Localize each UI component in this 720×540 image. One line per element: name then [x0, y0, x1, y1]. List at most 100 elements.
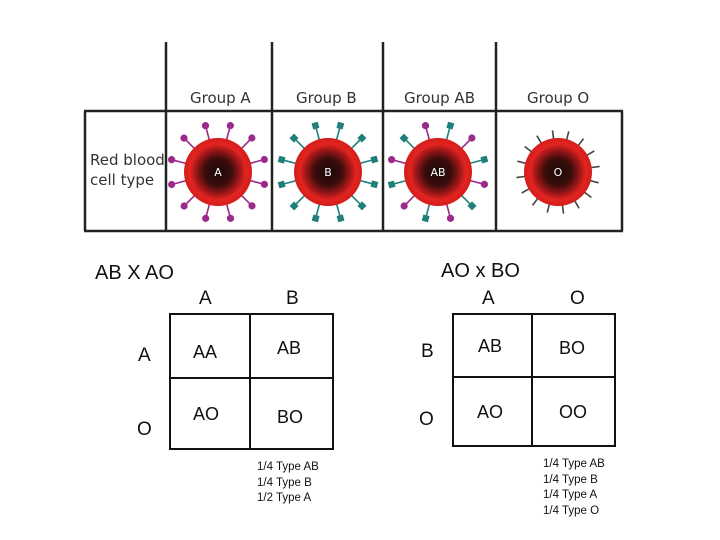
- cross-right-cell-bo: BO: [559, 338, 586, 358]
- antigen-stalk: [335, 128, 341, 142]
- antigen-a-icon: [446, 214, 455, 222]
- antigen-stalk: [295, 139, 306, 150]
- antigen-stalk: [225, 202, 231, 216]
- antigen-a-icon: [260, 155, 268, 164]
- cell-group-b: B: [277, 121, 379, 223]
- antigen-a-icon: [168, 180, 176, 189]
- antigen-a-icon: [180, 134, 188, 142]
- cross-left-side-label-1: A: [138, 345, 151, 366]
- cross-left-result-2: 1/4 Type B: [257, 476, 312, 489]
- antigen-stalk: [394, 179, 408, 185]
- row-label-line-2: cell type: [90, 171, 155, 189]
- cross-right-result-1: 1/4 Type AB: [543, 458, 605, 470]
- antigen-b-icon: [480, 155, 489, 164]
- red-blood-cell: [294, 138, 362, 206]
- antigen-a-icon: [248, 134, 256, 142]
- antigen-stalk: [248, 179, 262, 185]
- antigen-stalk: [425, 202, 431, 216]
- red-blood-cell: [524, 138, 592, 206]
- antigen-stalk: [174, 159, 188, 165]
- cell-group-a: A: [168, 122, 268, 222]
- cross-left-top-label-2: B: [286, 288, 299, 309]
- antigen-a-icon: [421, 122, 430, 130]
- cross-left-top-label-1: A: [199, 288, 212, 309]
- antigen-stalk: [394, 159, 408, 165]
- antigen-b-icon: [289, 133, 299, 143]
- cell-label: AB: [430, 166, 445, 179]
- antigen-b-icon: [277, 155, 286, 164]
- cross-right-title: AO x BO: [441, 260, 520, 282]
- cross-right-results: 1/4 Type AB 1/4 Type B 1/4 Type A 1/4 Ty…: [543, 457, 605, 519]
- antigen-b-icon: [311, 121, 320, 130]
- antigen-stalk: [405, 194, 416, 205]
- antigen-a-icon: [226, 214, 235, 222]
- cross-right-side-label-1: B: [421, 341, 434, 362]
- antigen-stalk: [468, 159, 482, 165]
- cell-label: O: [554, 166, 563, 179]
- antigen-stalk: [350, 194, 361, 205]
- cell-group-o: O: [516, 130, 600, 214]
- cross-left-results: 1/4 Type AB 1/4 Type B 1/2 Type A: [257, 460, 319, 507]
- antigen-b-icon: [277, 180, 286, 189]
- antigen-stalk: [315, 202, 321, 216]
- antigen-a-icon: [388, 156, 396, 164]
- cross-left-result-3: 1/2 Type A: [257, 492, 312, 504]
- antigen-stalk: [225, 128, 231, 142]
- header-group-a: Group A: [190, 89, 251, 107]
- antigen-a-icon: [260, 180, 268, 188]
- antigen-b-icon: [336, 214, 345, 223]
- cross-left-side-label-2: O: [137, 419, 152, 440]
- antigen-stalk: [174, 179, 188, 185]
- antigen-a-icon: [400, 202, 408, 210]
- cross-right-cell-oo: OO: [559, 402, 588, 422]
- antigen-b-icon: [370, 155, 379, 164]
- antigen-stalk: [460, 139, 471, 150]
- antigen-stalk: [460, 194, 471, 205]
- cross-right-result-3: 1/4 Type A: [543, 489, 598, 501]
- cross-right-cell-ao: AO: [477, 402, 504, 422]
- antigen-stalk: [358, 159, 372, 165]
- antigen-stalk: [335, 202, 341, 216]
- antigen-stalk: [295, 194, 306, 205]
- cross-left-cell-ab: AB: [277, 338, 302, 358]
- antigen-stalk: [445, 128, 451, 142]
- red-blood-cell: [184, 138, 252, 206]
- antigen-stalk: [445, 202, 451, 216]
- antigen-b-icon: [336, 121, 345, 130]
- antigen-a-icon: [168, 156, 176, 164]
- antigen-stalk: [284, 159, 298, 165]
- antigen-stalk: [205, 202, 211, 216]
- cross-left-title: AB X AO: [95, 262, 174, 284]
- cell-label: A: [214, 166, 222, 179]
- antigen-b-icon: [311, 214, 320, 223]
- header-group-b: Group B: [296, 89, 357, 107]
- antigen-b-icon: [467, 201, 477, 211]
- cross-right-side-label-2: O: [419, 409, 434, 430]
- antigen-stalk: [405, 139, 416, 150]
- cross-right-top-label-2: O: [570, 288, 585, 309]
- row-label-line-1: Red blood: [90, 151, 165, 169]
- antigen-b-icon: [399, 133, 409, 143]
- cross-right-cell-ab: AB: [478, 336, 503, 356]
- cell-label: B: [324, 166, 332, 179]
- antigen-a-icon: [248, 202, 256, 210]
- header-group-o: Group O: [527, 89, 590, 107]
- antigen-stalk: [185, 194, 196, 205]
- antigen-stalk: [358, 179, 372, 185]
- table-grid: [83, 42, 624, 233]
- cross-left-cell-aa: AA: [193, 342, 218, 362]
- antigen-stalk: [350, 139, 361, 150]
- header-group-ab: Group AB: [404, 89, 475, 107]
- antigen-stalk: [248, 159, 262, 165]
- antigen-stalk: [425, 128, 431, 142]
- row-label-red-blood-cell-type: Red blood cell type: [90, 150, 165, 190]
- antigen-b-icon: [387, 180, 396, 189]
- antigen-b-icon: [357, 133, 367, 143]
- antigen-stalk: [240, 194, 251, 205]
- antigen-stalk: [240, 139, 251, 150]
- cell-group-ab: AB: [387, 121, 489, 223]
- antigen-stalk: [315, 128, 321, 142]
